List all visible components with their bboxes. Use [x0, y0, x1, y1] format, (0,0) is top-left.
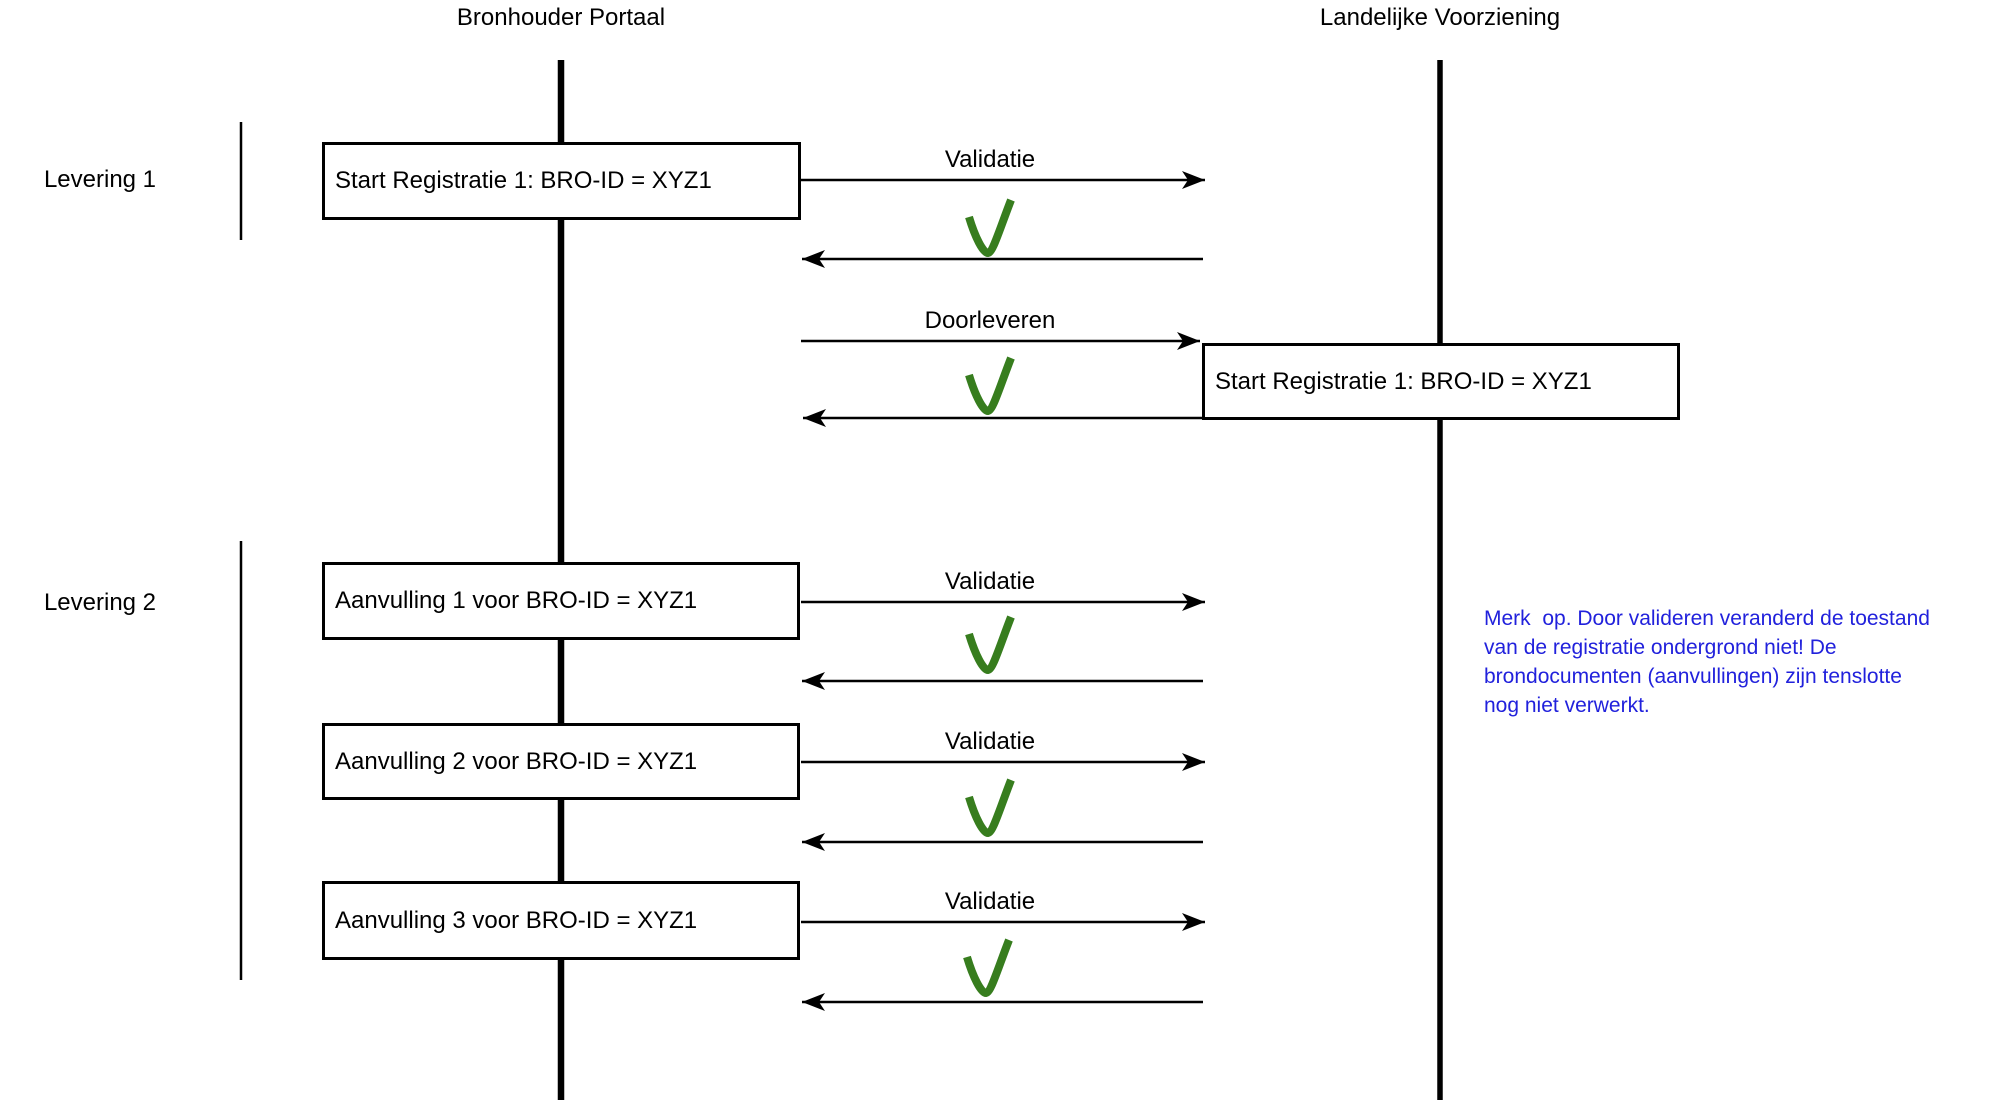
message-label-validatie-4: Validatie — [944, 888, 1036, 915]
box-start-registratie-left: Start Registratie 1: BRO-ID = XYZ1 — [322, 142, 801, 220]
group-label-levering-1: Levering 1 — [43, 166, 157, 193]
box-aanvulling-1-text: Aanvulling 1 voor BRO-ID = XYZ1 — [335, 587, 698, 614]
box-aanvulling-3: Aanvulling 3 voor BRO-ID = XYZ1 — [322, 881, 800, 960]
box-aanvulling-2: Aanvulling 2 voor BRO-ID = XYZ1 — [322, 723, 800, 800]
message-label-validatie-1: Validatie — [944, 146, 1036, 173]
checkmark-icon — [965, 615, 1015, 675]
checkmark-icon — [965, 198, 1015, 258]
box-aanvulling-2-text: Aanvulling 2 voor BRO-ID = XYZ1 — [335, 747, 698, 775]
checkmark-icon — [965, 778, 1015, 838]
actor-label-landelijke-voorziening: Landelijke Voorziening — [1319, 4, 1561, 31]
checkmark-icon — [963, 938, 1013, 998]
message-label-validatie-2: Validatie — [944, 568, 1036, 595]
box-start-registratie-right-text: Start Registratie 1: BRO-ID = XYZ1 — [1215, 367, 1592, 395]
box-start-registratie-right: Start Registratie 1: BRO-ID = XYZ1 — [1202, 343, 1680, 420]
note-validation-remark: Merk op. Door valideren veranderd de toe… — [1484, 607, 1930, 717]
box-aanvulling-3-text: Aanvulling 3 voor BRO-ID = XYZ1 — [335, 906, 698, 934]
message-label-doorleveren: Doorleveren — [924, 307, 1056, 334]
box-start-registratie-left-text: Start Registratie 1: BRO-ID = XYZ1 — [335, 167, 712, 194]
actor-label-bronhouder-portaal: Bronhouder Portaal — [456, 4, 666, 31]
group-label-levering-2: Levering 2 — [43, 589, 157, 616]
checkmark-icon — [965, 356, 1015, 416]
box-aanvulling-1: Aanvulling 1 voor BRO-ID = XYZ1 — [322, 562, 800, 640]
message-label-validatie-3: Validatie — [944, 728, 1036, 755]
